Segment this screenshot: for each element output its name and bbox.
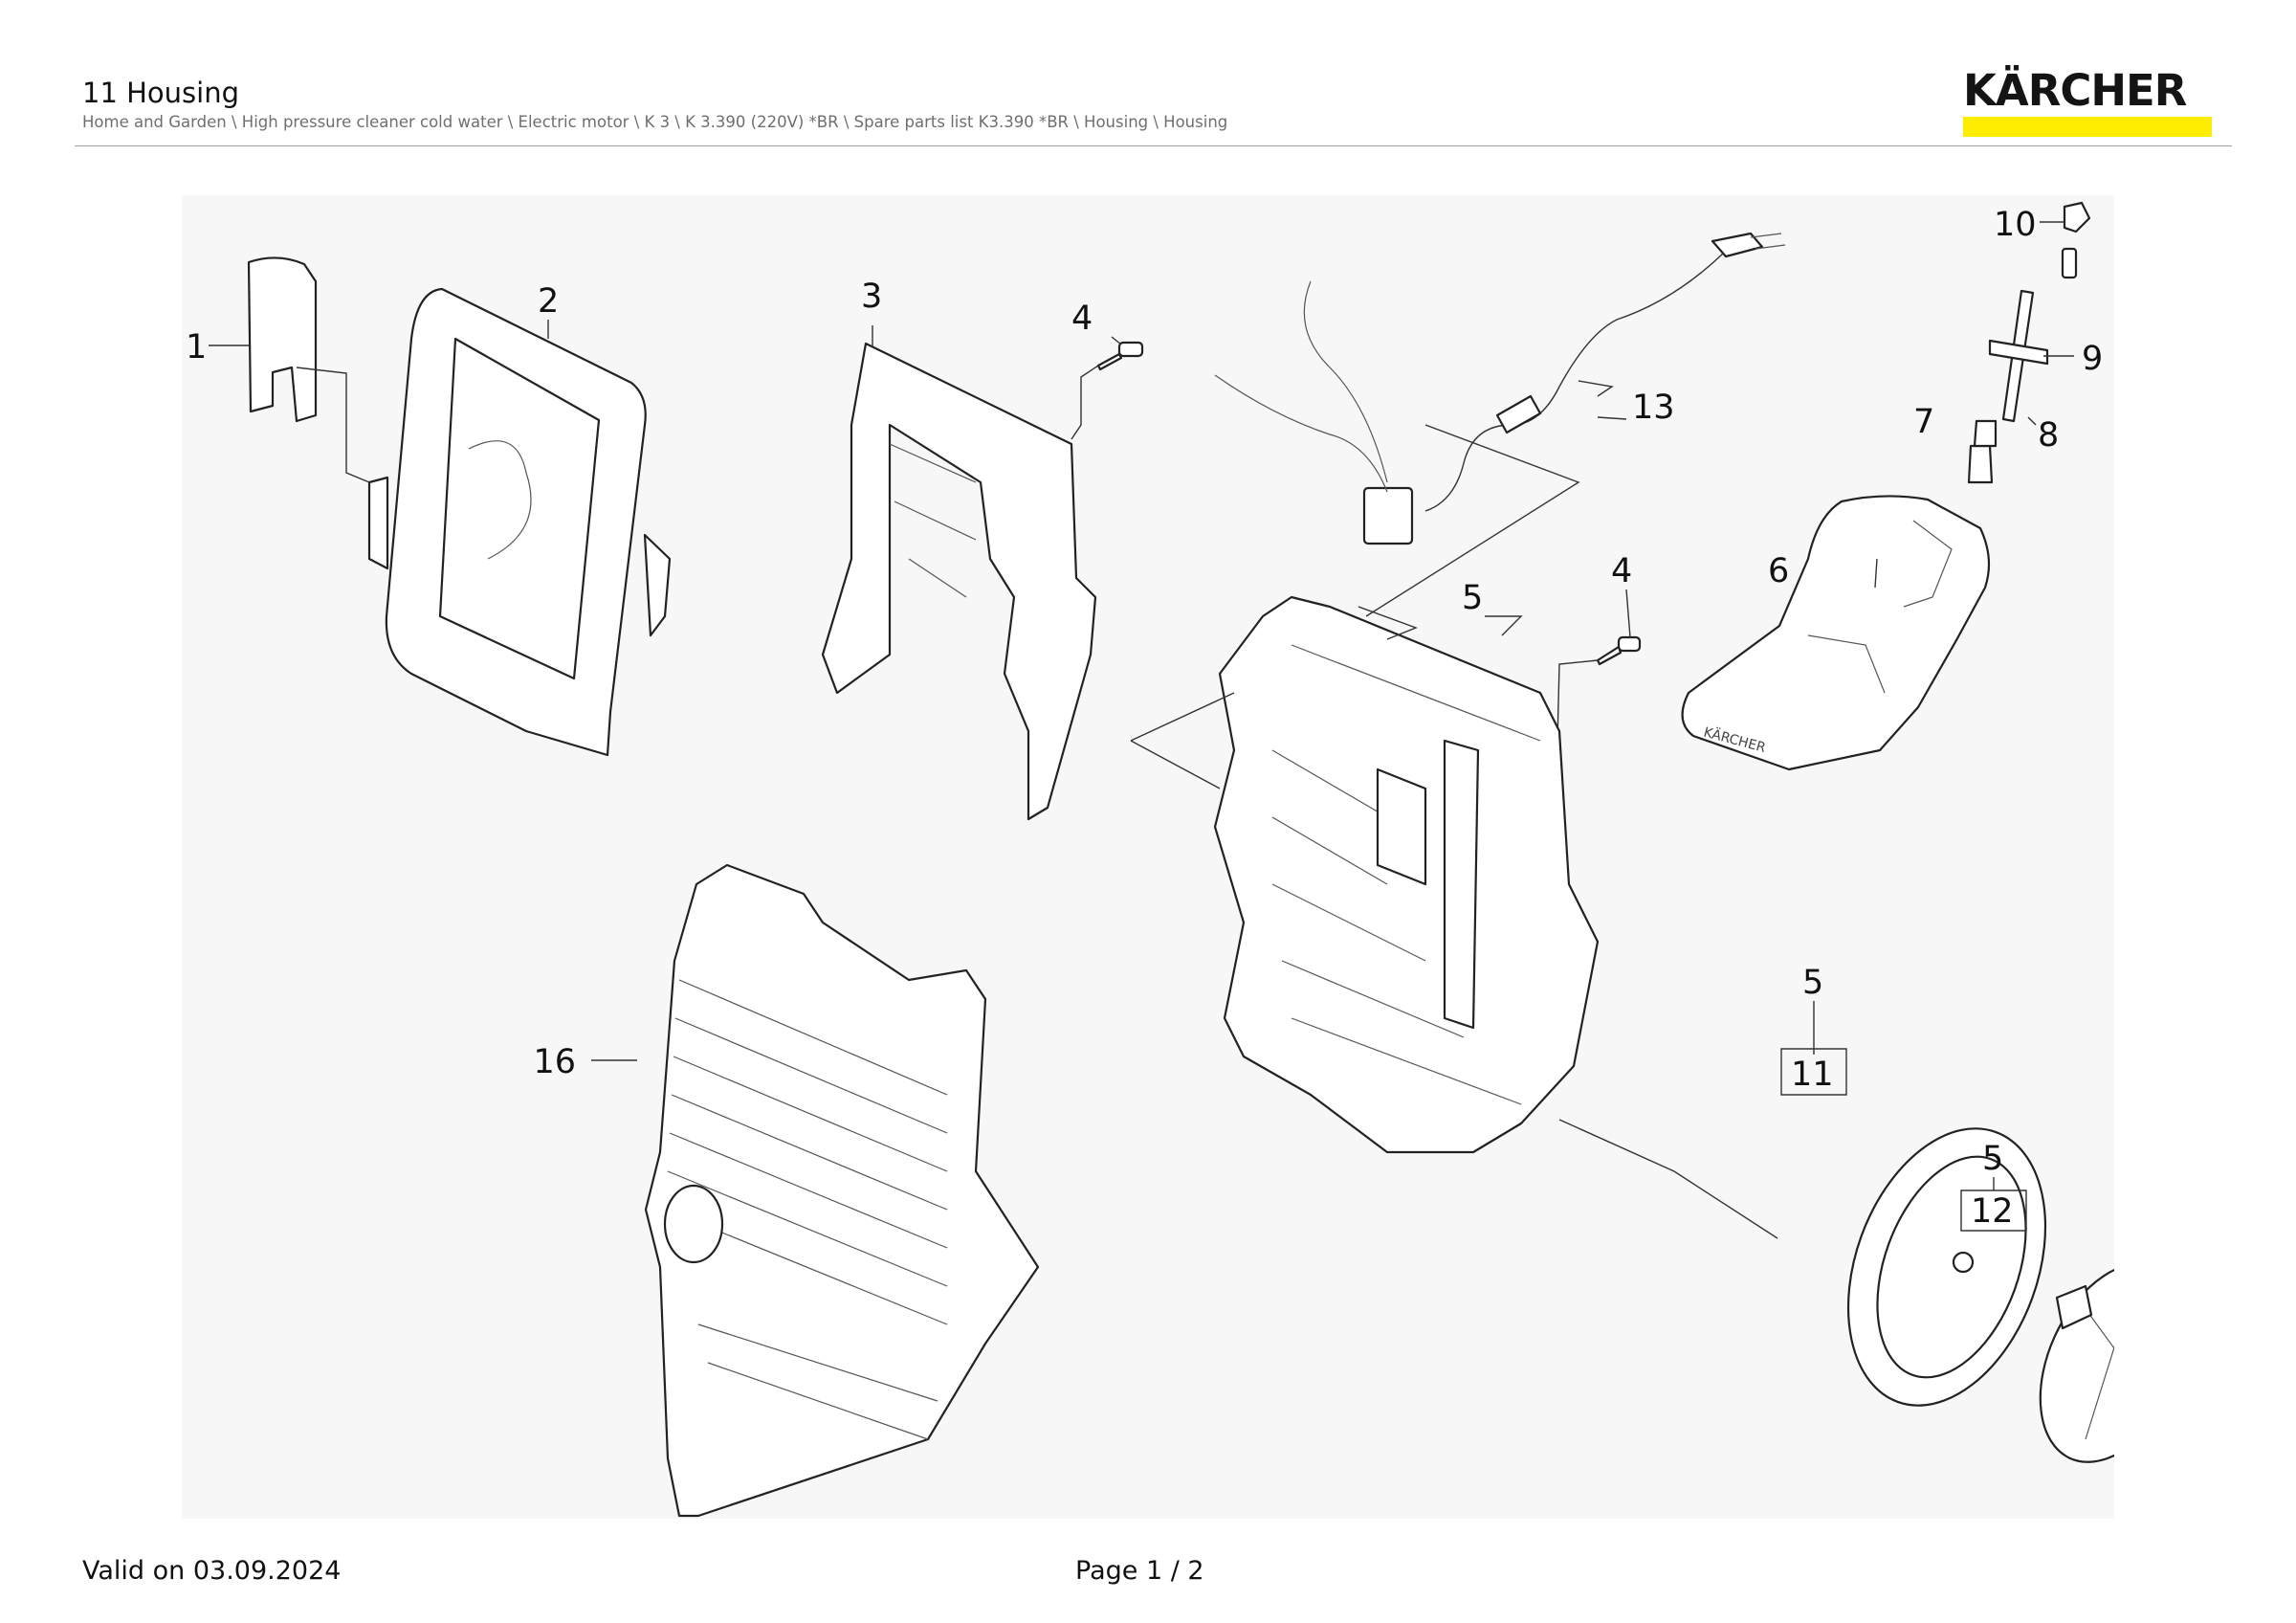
part-11-wheel [1558,1119,2047,1407]
callout-leaders [209,221,2074,1232]
callout-5-housing: 5 [1462,579,1483,617]
callout-4-top: 4 [1071,300,1093,338]
callout-3: 3 [861,278,882,316]
part-1-clip [247,256,389,570]
valid-on-date: Valid on 03.09.2024 [82,1556,342,1586]
logo-wordmark: KÄRCHER [1963,65,2187,116]
part-7-valve [1967,419,1998,484]
part-10-connector [2061,201,2091,279]
callout-6: 6 [1768,552,1789,590]
exploded-parts-drawing: KÄRCHER [182,195,2114,1519]
part-16-front-cover [644,863,1040,1518]
page-title: 11 Housing [82,77,240,109]
part-4-screw-top [1071,341,1144,440]
callout-1: 1 [186,328,207,367]
callout-7: 7 [1913,403,1934,441]
part-13-power-cable [1214,232,1786,617]
callout-16: 16 [533,1043,576,1081]
callout-11: 11 [1791,1056,1834,1094]
header-divider [75,145,2232,146]
part-9-filter [1988,339,2049,366]
part-3-inner-frame [821,342,1097,821]
callout-8: 8 [2038,416,2059,455]
callout-5-wheel: 5 [1802,964,1823,1002]
karcher-logo: KÄRCHER [1963,65,2212,138]
callout-10: 10 [1994,206,2037,244]
breadcrumb: Home and Garden \ High pressure cleaner … [82,113,1228,131]
part-6-detergent-tank: KÄRCHER [1681,495,1991,771]
callout-13: 13 [1632,389,1675,427]
part-5-main-housing [1130,595,1600,1154]
page-number: Page 1 / 2 [1075,1556,1204,1586]
callout-2: 2 [538,282,559,321]
callout-12: 12 [1971,1192,2014,1231]
part-12-hubcap [2039,1262,2114,1463]
part-2-handle-frame [385,287,672,757]
callout-5-hubcap: 5 [1982,1140,2003,1178]
callout-9: 9 [2082,340,2103,378]
logo-yellow-bar [1963,117,2212,137]
callout-4-bottom: 4 [1611,552,1632,590]
